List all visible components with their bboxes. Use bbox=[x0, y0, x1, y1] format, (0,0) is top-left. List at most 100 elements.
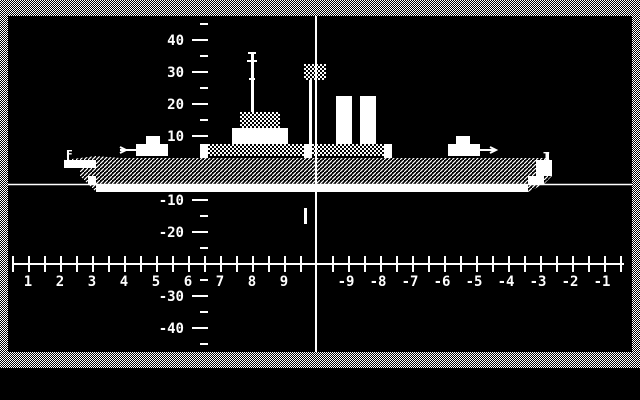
horizontal-scale-tick bbox=[604, 256, 606, 272]
vertical-scale-label: -30 bbox=[159, 289, 184, 305]
horizontal-scale-tick bbox=[108, 256, 110, 272]
horizontal-scale-tick bbox=[332, 256, 334, 272]
vertical-scale-major-tick bbox=[192, 327, 208, 329]
front-mast bbox=[251, 54, 254, 114]
horizontal-scale-label: -7 bbox=[402, 274, 419, 290]
aft-gun bbox=[480, 146, 499, 154]
horizontal-scale-tick bbox=[188, 256, 190, 272]
funnel-2 bbox=[360, 96, 376, 144]
vertical-scale-minor-tick bbox=[200, 343, 208, 345]
horizontal-scale-tick bbox=[508, 256, 510, 272]
horizontal-scale-label: 5 bbox=[152, 274, 160, 290]
frame-left bbox=[0, 0, 8, 368]
horizontal-scale-tick bbox=[556, 256, 558, 272]
bridge bbox=[232, 128, 288, 144]
horizontal-scale-tick bbox=[412, 256, 414, 272]
frame-bottom bbox=[0, 352, 640, 368]
vertical-scale-major-tick bbox=[192, 199, 208, 201]
horizontal-scale-tick bbox=[12, 256, 14, 272]
vertical-scale-minor-tick bbox=[200, 119, 208, 121]
horizontal-scale-label: 8 bbox=[248, 274, 256, 290]
vertical-scale-minor-tick bbox=[200, 215, 208, 217]
horizontal-scale-label: 6 bbox=[184, 274, 192, 290]
bow-flag-label: F bbox=[66, 148, 73, 161]
horizontal-scale-tick bbox=[428, 256, 430, 272]
horizontal-scale-tick bbox=[44, 256, 46, 272]
horizontal-scale-tick bbox=[28, 256, 30, 272]
horizontal-scale-tick bbox=[396, 256, 398, 272]
horizontal-scale-tick bbox=[284, 256, 286, 272]
horizontal-scale-label: 7 bbox=[216, 274, 224, 290]
funnel-1 bbox=[336, 96, 352, 144]
vertical-scale-major-tick bbox=[192, 39, 208, 41]
bridge-top bbox=[240, 112, 280, 128]
horizontal-scale-tick bbox=[364, 256, 366, 272]
vertical-scale-minor-tick bbox=[200, 55, 208, 57]
horizontal-scale-label: 3 bbox=[88, 274, 96, 290]
stern-flag-label: T bbox=[543, 150, 550, 163]
vertical-scale-major-tick bbox=[192, 295, 208, 297]
horizontal-scale-tick bbox=[172, 256, 174, 272]
horizontal-scale-tick bbox=[60, 256, 62, 272]
horizontal-scale-label: 1 bbox=[24, 274, 32, 290]
hull-upper bbox=[64, 156, 552, 168]
horizontal-scale-tick bbox=[492, 256, 494, 272]
vertical-scale-minor-tick bbox=[200, 87, 208, 89]
horizontal-scale-label: -8 bbox=[370, 274, 387, 290]
horizontal-scale-tick bbox=[300, 256, 302, 272]
horizontal-scale-tick bbox=[156, 256, 158, 272]
aft-turret bbox=[448, 144, 480, 156]
horizontal-scale-tick bbox=[524, 256, 526, 272]
frame-top bbox=[0, 0, 640, 16]
vertical-scale-label: 10 bbox=[167, 129, 184, 145]
fore-turret bbox=[136, 144, 168, 156]
vertical-scale-major-tick bbox=[192, 231, 208, 233]
vertical-scale-label: 30 bbox=[167, 65, 184, 81]
vertical-scale-label: -20 bbox=[159, 225, 184, 241]
horizontal-scale-tick bbox=[268, 256, 270, 272]
horizontal-scale-tick bbox=[140, 256, 142, 272]
horizontal-scale-label: -2 bbox=[562, 274, 579, 290]
horizontal-scale-tick bbox=[252, 256, 254, 272]
horizontal-scale-tick bbox=[236, 256, 238, 272]
horizontal-scale-tick bbox=[380, 256, 382, 272]
vertical-scale-major-tick bbox=[192, 103, 208, 105]
horizontal-scale-label: -1 bbox=[594, 274, 611, 290]
fore-gun bbox=[119, 146, 136, 154]
target-ship: F T bbox=[64, 52, 552, 192]
horizontal-scale-tick bbox=[92, 256, 94, 272]
horizontal-scale-tick bbox=[588, 256, 590, 272]
horizontal-scale-tick bbox=[540, 256, 542, 272]
horizontal-scale-tick bbox=[620, 256, 622, 272]
vertical-scale-label: -10 bbox=[159, 193, 184, 209]
horizontal-scale-tick bbox=[220, 256, 222, 272]
horizontal-scale-label: -9 bbox=[338, 274, 355, 290]
vertical-scale-major-tick bbox=[192, 71, 208, 73]
horizontal-scale-label: -5 bbox=[466, 274, 483, 290]
vertical-scale-label: 20 bbox=[167, 97, 184, 113]
horizontal-scale-tick bbox=[572, 256, 574, 272]
rear-mast bbox=[309, 78, 312, 144]
horizontal-scale-tick bbox=[476, 256, 478, 272]
vertical-scale-minor-tick bbox=[200, 23, 208, 25]
horizontal-scale-baseline bbox=[12, 263, 624, 265]
vertical-scale-minor-tick bbox=[200, 311, 208, 313]
horizontal-scale-label: -6 bbox=[434, 274, 451, 290]
status-strip bbox=[0, 368, 640, 400]
horizontal-scale-tick bbox=[444, 256, 446, 272]
vertical-scale-label: -40 bbox=[159, 321, 184, 337]
vertical-scale-minor-tick bbox=[200, 247, 208, 249]
vertical-scale-major-tick bbox=[192, 135, 208, 137]
horizontal-scale-label: -3 bbox=[530, 274, 547, 290]
horizontal-scale-tick bbox=[76, 256, 78, 272]
horizontal-scale-label: 2 bbox=[56, 274, 64, 290]
horizontal-scale-tick bbox=[124, 256, 126, 272]
horizontal-scale-label: 4 bbox=[120, 274, 128, 290]
horizontal-scale-tick bbox=[460, 256, 462, 272]
frame-right bbox=[632, 0, 640, 368]
horizontal-scale-label: -4 bbox=[498, 274, 515, 290]
aim-marker bbox=[304, 208, 307, 224]
